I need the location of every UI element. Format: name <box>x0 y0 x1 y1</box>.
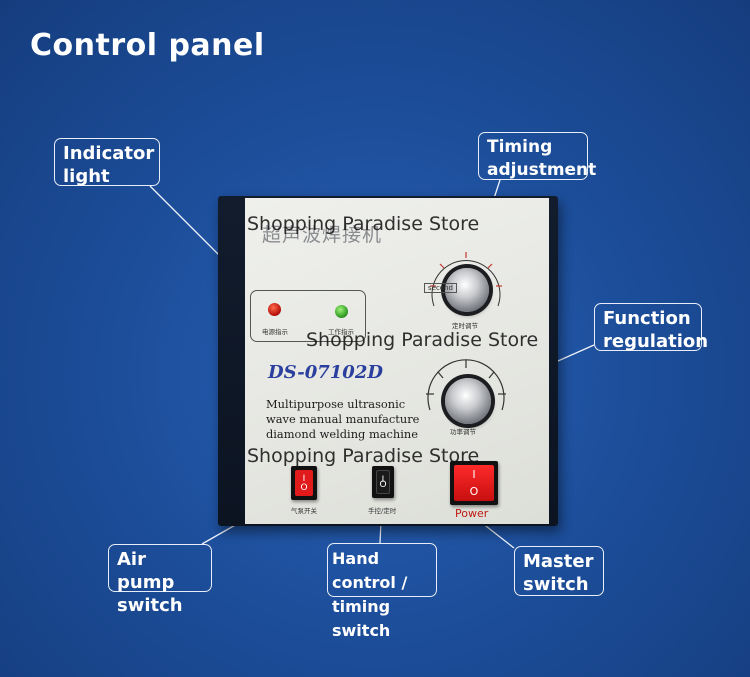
air-pump-switch[interactable]: I O <box>291 466 317 500</box>
watermark-middle: Shopping Paradise Store <box>306 329 539 351</box>
callout-line-2: switch <box>117 595 183 616</box>
callout-master-switch: Master switch <box>514 546 604 596</box>
timing-dial-scale <box>430 252 502 307</box>
callout-line-2: light <box>63 166 110 187</box>
work-indicator-led <box>335 305 348 318</box>
callout-indicator-light: Indicator light <box>54 138 160 187</box>
rocker-on-mark: I <box>381 475 385 485</box>
function-regulation-knob[interactable] <box>445 378 491 424</box>
rocker-on-mark: I <box>302 474 306 484</box>
description-line-3: diamond welding machine <box>266 427 418 441</box>
hand-control-timing-switch[interactable]: I O <box>372 466 394 498</box>
master-power-switch[interactable]: I O <box>450 461 498 505</box>
callout-line-2: regulation <box>603 331 709 352</box>
callout-hand-control-timing-switch: Hand control / timing switch <box>327 543 437 640</box>
callout-line-1: Timing <box>487 137 553 157</box>
device-chinese-title: 超声波焊接机 <box>262 224 383 246</box>
air-pump-switch-label: 气泵开关 <box>291 507 317 515</box>
callout-line-1: Air pump <box>117 549 175 593</box>
rocker-off-mark: O <box>469 485 479 498</box>
model-number: DS-07102D <box>268 362 383 383</box>
callout-timing-adjustment: Timing adjustment <box>478 132 597 180</box>
callout-line-1: Function <box>603 308 691 329</box>
work-indicator-label: 工作指示 <box>328 328 354 336</box>
page-title: Control panel <box>30 28 265 63</box>
callout-line-2: timing switch <box>332 597 391 640</box>
rocker-off-mark: O <box>379 480 387 490</box>
power-indicator-label: 电源指示 <box>262 328 288 336</box>
power-label: Power <box>455 507 489 520</box>
watermark-top: Shopping Paradise Store <box>247 213 480 235</box>
timing-dial-label: 定时调节 <box>452 322 478 330</box>
description-line-1: Multipurpose ultrasonic <box>266 397 406 411</box>
power-dial-label: 功率调节 <box>450 428 476 436</box>
callout-air-pump-switch: Air pump switch <box>108 544 212 616</box>
timing-adjustment-knob[interactable] <box>445 268 489 312</box>
callout-function-regulation: Function regulation <box>594 303 709 352</box>
hand-control-switch-label: 手控/定时 <box>368 507 397 515</box>
power-dial-scale <box>426 359 506 411</box>
rocker-off-mark: O <box>300 483 308 493</box>
timing-dial-unit: second <box>424 283 457 293</box>
watermark-bottom: Shopping Paradise Store <box>247 445 480 467</box>
callout-line-1: Hand control / <box>332 549 408 592</box>
indicator-light-group <box>250 290 366 342</box>
power-indicator-led <box>268 303 281 316</box>
description-line-2: wave manual manufacture <box>266 412 420 426</box>
device-description: Multipurpose ultrasonic wave manual manu… <box>266 397 419 442</box>
callout-line-2: adjustment <box>487 160 597 180</box>
callout-line-2: switch <box>523 574 589 595</box>
rocker-on-mark: I <box>472 468 476 481</box>
callout-line-1: Master <box>523 551 594 572</box>
callout-line-1: Indicator <box>63 143 155 164</box>
